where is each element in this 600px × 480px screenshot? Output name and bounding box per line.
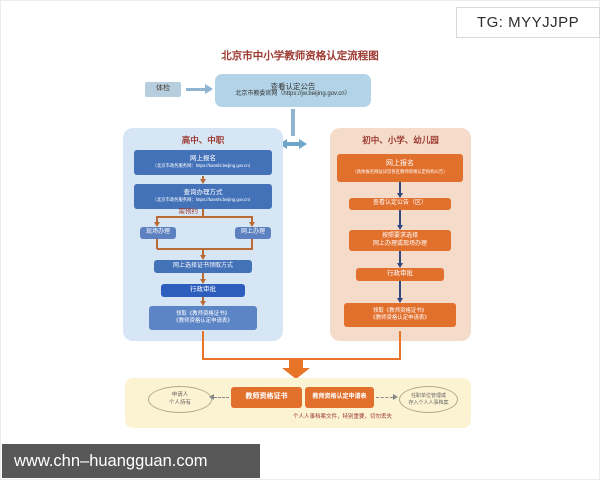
junior-box5-line2: 《教师资格认定申请表》 [370, 315, 430, 321]
announcement-line1: 查看认定公告 [270, 82, 316, 92]
merge-arrow-head-icon [282, 368, 310, 379]
double-arrow-right-icon [299, 139, 307, 149]
page-title: 北京市中小学教师资格认定流程图 [221, 50, 379, 62]
junior-receive-certificate-box: 领取《教师资格证书》 《教师资格认定申请表》 [344, 303, 456, 327]
junior-view-announcement-box: 查看认定公告（区） [349, 198, 451, 210]
exam-arrow-line [186, 88, 205, 91]
senior-online-registration-box: 网上报名 （北京市政务服务网：https://banshi.beijing.go… [134, 150, 272, 175]
junior-choose-method-box: 按照要求选择 网上办理或现场办理 [349, 230, 451, 251]
site-watermark-text: www.chn–huangguan.com [14, 451, 208, 470]
double-arrow-bar [287, 142, 299, 146]
connector [202, 209, 204, 216]
announcement-box: 查看认定公告 北京市教委官网（https://jw.beijing.gov.cn… [215, 74, 371, 107]
applicant-ellipse: 申请人 个人持有 [148, 386, 212, 413]
senior-box2-line1: 查询办理方式 [183, 188, 223, 196]
connector [399, 281, 401, 298]
dashed-line-right [376, 397, 393, 398]
branch-merge-line [157, 248, 253, 250]
senior-receive-certificate-box: 领取《教师资格证书》 《教师资格认定申请表》 [149, 306, 257, 330]
senior-admin-approval-label: 行政审批 [190, 286, 216, 294]
senior-box5-line1: 领取《教师资格证书》 [175, 310, 230, 317]
merge-arrow-stem [289, 358, 303, 368]
physical-exam-label: 体检 [156, 85, 170, 93]
connector [251, 216, 253, 222]
certificate-delivery-choice-label: 网上选择证书领取方式 [172, 262, 233, 269]
onsite-processing-box: 现场办理 [140, 227, 176, 239]
certificate-box: 教师资格证书 [231, 387, 302, 408]
announcement-url: 北京市教委官网（https://jw.beijing.gov.cn） [235, 91, 351, 98]
arrow-down-icon [154, 222, 160, 227]
connector [156, 239, 158, 249]
connector [251, 239, 253, 249]
junior-box2-label: 查看认定公告（区） [372, 200, 427, 207]
site-watermark-bar: www.chn–huangguan.com [2, 444, 260, 478]
arrow-down-icon [397, 193, 403, 198]
junior-box1-note: （具体报名网址详见各区教师资格认定机构公告） [352, 169, 448, 174]
application-form-box: 教师资格认定申请表 [305, 387, 374, 408]
arrow-down-icon [200, 179, 206, 184]
connector [399, 210, 401, 225]
archive-ellipse: 任职单位管理或 存入个人人事档案 [399, 386, 458, 413]
arrow-down-icon [200, 279, 206, 284]
arrow-down-icon [249, 222, 255, 227]
junior-box3-line2: 网上办理或现场办理 [372, 240, 427, 247]
connector [202, 297, 204, 301]
dashed-arrow-left-icon [209, 394, 214, 400]
onsite-processing-label: 现场办理 [145, 229, 170, 236]
connector [156, 216, 158, 222]
junior-box1-line1: 网上报名 [386, 159, 414, 167]
application-form-label: 教师资格认定申请表 [312, 393, 367, 400]
senior-query-method-box: 查询办理方式 （北京市政务服务网：https://banshi.beijing.… [134, 184, 272, 209]
connector [399, 251, 401, 263]
connector [202, 273, 204, 279]
online-processing-label: 网上办理 [240, 229, 265, 236]
arrow-down-icon [397, 263, 403, 268]
double-arrow-left-icon [279, 139, 287, 149]
applicant-line1: 申请人 [171, 392, 189, 399]
panel-senior-header: 高中、中职 [181, 135, 225, 145]
senior-box1-url: （北京市政务服务网：https://banshi.beijing.gov.cn） [152, 163, 254, 169]
arrow-down-icon [200, 301, 206, 306]
junior-admin-approval-box: 行政审批 [356, 268, 444, 281]
senior-admin-approval-box: 行政审批 [161, 284, 245, 297]
exam-arrow-head-icon [205, 84, 213, 94]
junior-admin-approval-label: 行政审批 [387, 270, 413, 278]
branch-label: 需预约 [178, 208, 199, 215]
arrow-down-icon [200, 255, 206, 260]
merge-line-left [202, 331, 204, 360]
online-processing-box: 网上办理 [235, 227, 271, 239]
junior-box3-line1: 按照要求选择 [381, 233, 418, 239]
top-connector-line [291, 109, 295, 136]
certificate-delivery-choice-box: 网上选择证书领取方式 [154, 260, 252, 273]
physical-exam-box: 体检 [145, 82, 181, 97]
archive-line2: 存入个人人事档案 [408, 399, 449, 406]
connector [202, 176, 204, 179]
senior-box2-url: （北京市政务服务网：https://banshi.beijing.gov.cn） [152, 197, 254, 203]
certificate-label: 教师资格证书 [245, 393, 288, 401]
senior-box1-line1: 网上报名 [190, 154, 216, 162]
senior-box5-line2: 《教师资格认定申请表》 [173, 318, 233, 324]
tg-watermark-badge: TG: MYYJJPP [456, 7, 600, 38]
connector [399, 182, 401, 193]
junior-online-registration-box: 网上报名 （具体报名网址详见各区教师资格认定机构公告） [337, 154, 463, 182]
arrow-down-icon [397, 298, 403, 303]
caption-warning: 个人人事档案文件，特别重要，切勿丢失 [293, 414, 393, 420]
dashed-arrow-right-icon [393, 394, 398, 400]
branch-split-line [157, 216, 253, 218]
tg-watermark-text: TG: MYYJJPP [476, 14, 580, 31]
connector [202, 248, 204, 255]
applicant-line2: 个人持有 [168, 399, 191, 406]
archive-line1: 任职单位管理或 [410, 393, 446, 399]
panel-junior-header: 初中、小学、幼儿园 [362, 135, 439, 145]
junior-box5-line1: 领取《教师资格证书》 [372, 307, 427, 314]
dashed-line-left [214, 397, 229, 398]
merge-line-right [399, 331, 401, 360]
arrow-down-icon [397, 225, 403, 230]
